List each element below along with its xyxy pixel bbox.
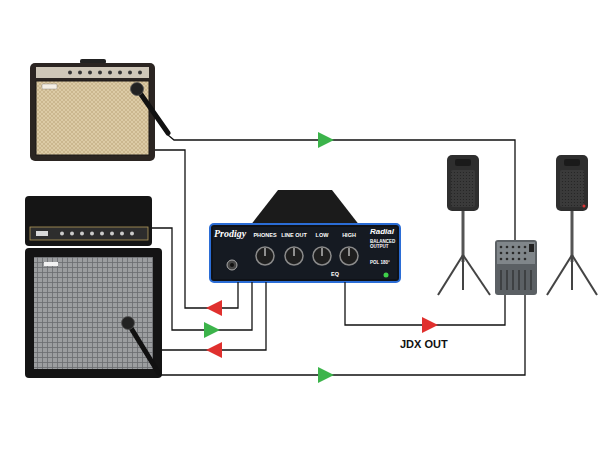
combo-amp — [30, 59, 155, 161]
brand-logo: Radial — [370, 228, 394, 237]
control-label: HIGH — [342, 232, 356, 238]
microphone — [122, 317, 159, 373]
microphone — [131, 83, 169, 134]
brand-name: Prodigy — [214, 228, 246, 239]
di-box: Prodigy PHONES LINE OUT LOW HIGH EQ RadialBALA… — [210, 224, 400, 282]
control-label: LINE OUT — [281, 232, 307, 238]
speaker-cabinet — [25, 248, 162, 378]
control-label: LOW — [316, 232, 329, 238]
mixer — [495, 240, 537, 295]
cable — [152, 135, 525, 375]
output-label: BALANCED OUTPUT — [370, 240, 398, 250]
control-label: PHONES — [253, 232, 276, 238]
control-label: EQ — [331, 271, 339, 277]
switch-label: POL 180° — [370, 261, 390, 266]
prodigy-box-art — [210, 190, 400, 282]
pa-speaker — [547, 155, 597, 295]
pa-speaker — [438, 155, 490, 295]
output-label: JDX OUT — [400, 338, 448, 350]
amp-head — [25, 196, 152, 246]
